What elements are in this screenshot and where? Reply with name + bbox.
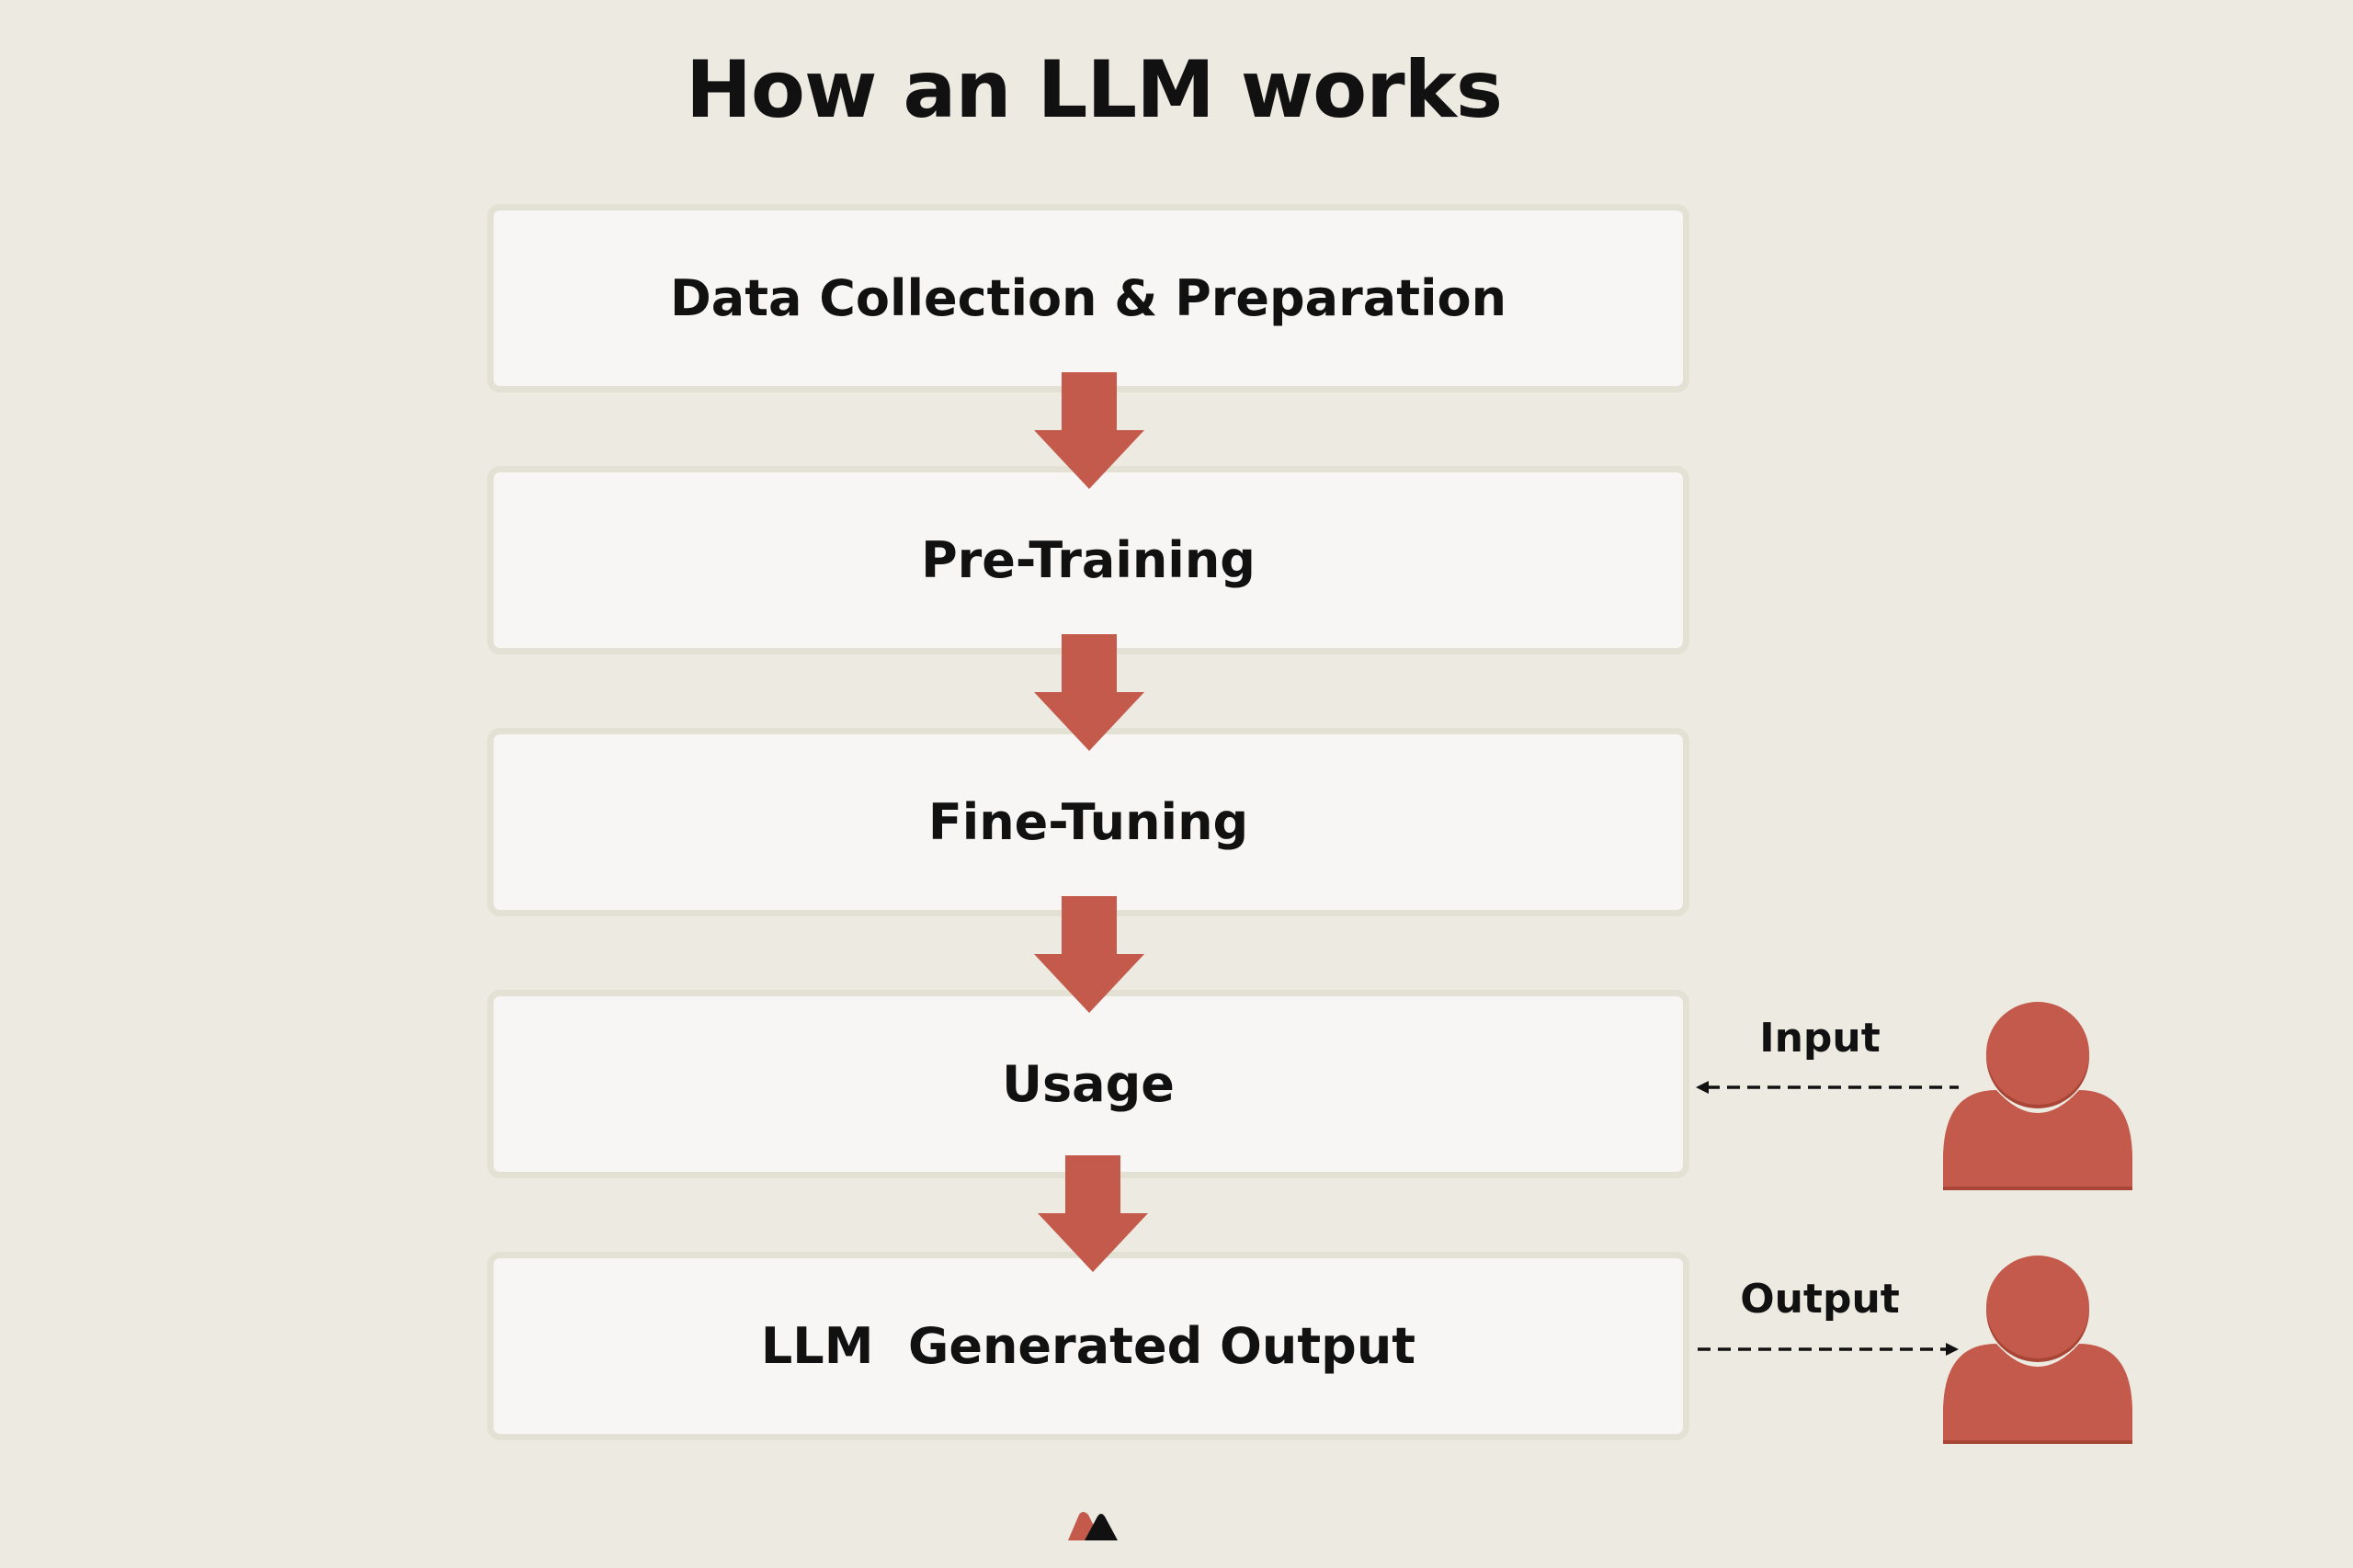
person-icon xyxy=(1943,1002,2132,1190)
down-arrow-icon xyxy=(1034,896,1144,1013)
step-fine-tuning: Fine-Tuning xyxy=(487,728,1689,916)
input-label: Input xyxy=(1759,1015,1881,1062)
step-label: Data Collection & Preparation xyxy=(669,269,1507,327)
step-label: Usage xyxy=(1002,1055,1175,1113)
diagram-title: How an LLM works xyxy=(685,44,1503,136)
down-arrow-icon xyxy=(1034,634,1144,751)
step-usage: Usage xyxy=(487,990,1689,1178)
step-label: LLM Generated Output xyxy=(760,1317,1416,1375)
step-generated-output: LLM Generated Output xyxy=(487,1252,1689,1440)
input-dashed-arrow xyxy=(1696,1081,1959,1094)
down-arrow-icon xyxy=(1034,372,1144,489)
step-label: Pre-Training xyxy=(921,531,1256,589)
brand-logo xyxy=(1068,1512,1118,1540)
output-label: Output xyxy=(1740,1276,1900,1323)
down-arrow-icon xyxy=(1038,1155,1148,1272)
step-data-collection: Data Collection & Preparation xyxy=(487,204,1689,392)
step-label: Fine-Tuning xyxy=(927,793,1249,851)
step-pre-training: Pre-Training xyxy=(487,466,1689,654)
output-dashed-arrow xyxy=(1698,1343,1959,1356)
person-icon xyxy=(1943,1256,2132,1444)
